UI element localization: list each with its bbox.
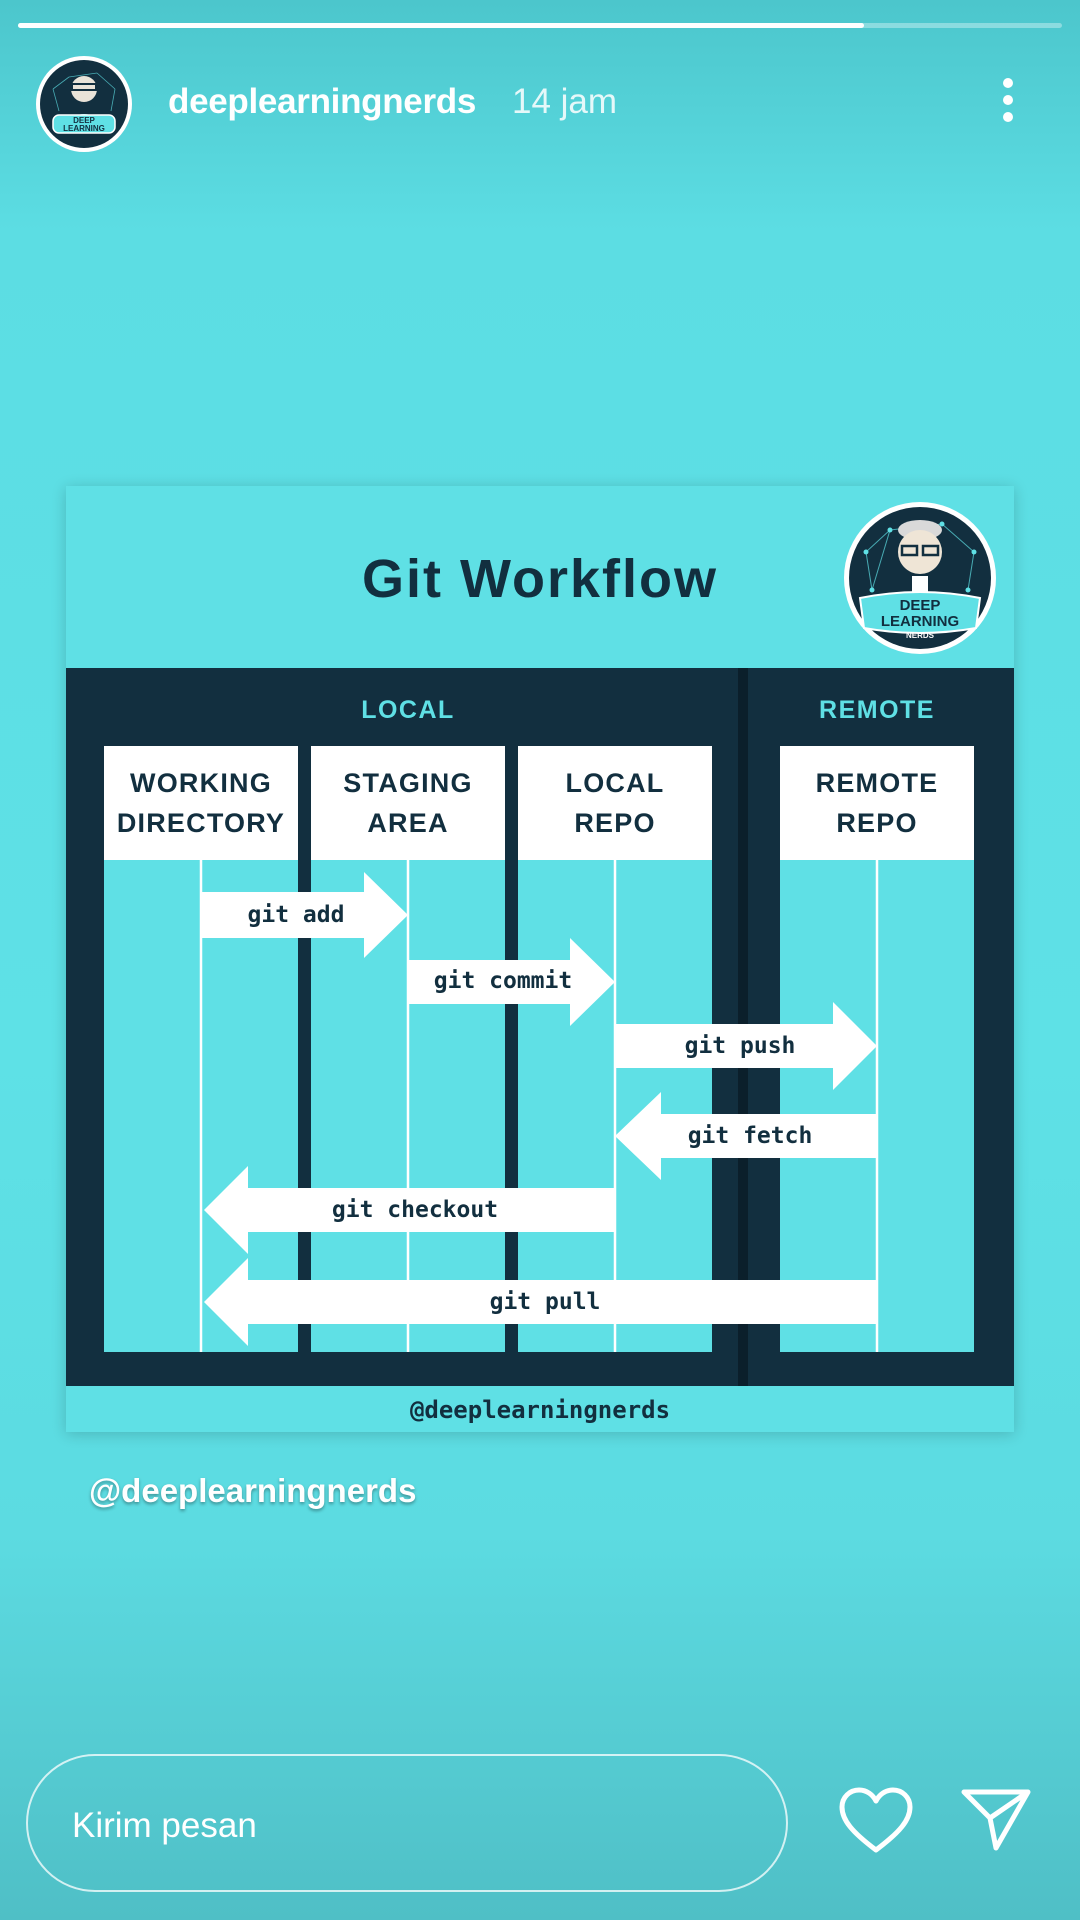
deep-learning-nerds-logo-icon: DEEP LEARNING NERDS: [844, 502, 996, 654]
staging-area-label: STAGING AREA: [343, 768, 473, 838]
git-fetch-label: git fetch: [687, 1123, 813, 1149]
profile-avatar[interactable]: DEEP LEARNING: [36, 56, 132, 152]
working-directory-label: WORKING DIRECTORY: [116, 768, 286, 838]
logo-text-nerds: NERDS: [906, 631, 935, 640]
remote-repo-label: REMOTE REPO: [815, 768, 939, 838]
logo-text-learning: LEARNING: [881, 613, 959, 630]
story-progress-fill: [18, 23, 864, 28]
git-pull-label: git pull: [489, 1289, 601, 1315]
svg-text:DEEP: DEEP: [73, 116, 95, 125]
mention-sticker[interactable]: @deeplearningnerds: [89, 1472, 417, 1509]
avatar-logo-icon: DEEP LEARNING: [40, 60, 128, 148]
local-section-label: LOCAL: [361, 696, 455, 724]
heart-icon[interactable]: [838, 1786, 914, 1856]
story-username[interactable]: deeplearningnerds: [168, 82, 477, 121]
message-input-placeholder: Kirim pesan: [72, 1806, 257, 1845]
story-progress-bar: [18, 23, 1062, 28]
git-checkout-label: git checkout: [331, 1197, 499, 1223]
git-push-label: git push: [684, 1033, 796, 1059]
story-timestamp: 14 jam: [512, 82, 618, 121]
graphic-footer-handle: @deeplearningnerds: [409, 1396, 671, 1424]
logo-text-deep: DEEP: [900, 597, 941, 614]
more-vertical-icon[interactable]: [988, 75, 1028, 125]
git-add-label: git add: [247, 902, 345, 928]
message-input[interactable]: [26, 1754, 788, 1892]
graphic-title: Git Workflow: [362, 549, 718, 609]
local-repo-label: LOCAL REPO: [565, 768, 665, 838]
send-icon[interactable]: [960, 1786, 1032, 1852]
git-commit-label: git commit: [433, 968, 573, 994]
svg-text:LEARNING: LEARNING: [63, 124, 105, 133]
remote-section-label: REMOTE: [819, 696, 935, 724]
